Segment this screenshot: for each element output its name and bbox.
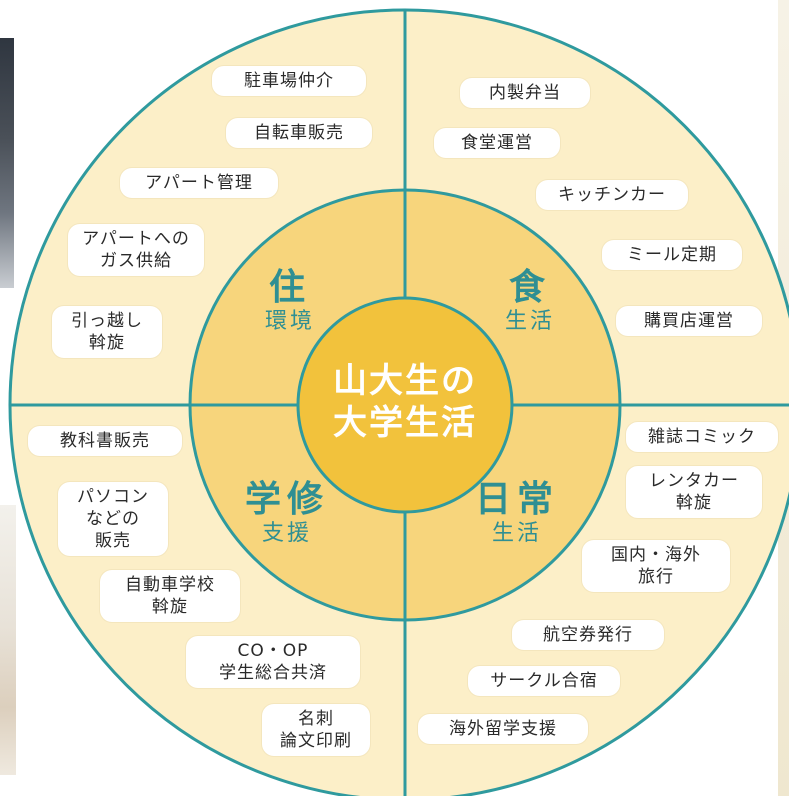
service-pill: 購買店運営 (616, 306, 762, 336)
service-pill: 海外留学支援 (418, 714, 588, 744)
service-pill: 内製弁当 (460, 78, 590, 108)
center-circle (296, 296, 514, 514)
service-pill: 名刺 論文印刷 (262, 704, 370, 756)
photo-fragment-bottom (0, 505, 16, 775)
service-pill: レンタカー 斡旋 (626, 466, 762, 518)
sector-label-daily: 日常 生活 (462, 480, 572, 548)
service-pill: 航空券発行 (512, 620, 664, 650)
sector-food-main: 食 (508, 267, 551, 308)
sector-food-sub: 生活 (504, 309, 555, 334)
service-pill: キッチンカー (536, 180, 688, 210)
service-pill: 食堂運営 (434, 128, 560, 158)
sector-label-study: 学修 支援 (232, 480, 342, 548)
service-pill: アパート管理 (120, 168, 278, 198)
outer-ring-outline (8, 8, 789, 796)
sector-label-food: 食 生活 (490, 268, 570, 336)
sector-daily-sub: 生活 (491, 521, 542, 546)
service-pill: 教科書販売 (28, 426, 182, 456)
photo-fragment-top (0, 38, 14, 288)
service-pill: 雑誌コミック (626, 422, 778, 452)
service-pill: CO・OP 学生総合共済 (186, 636, 360, 688)
middle-ring-outline (188, 188, 622, 622)
service-pill: 自動車学校 斡旋 (100, 570, 240, 622)
service-pill: パソコン などの 販売 (58, 482, 168, 556)
sector-study-sub: 支援 (261, 521, 312, 546)
service-pill: 駐車場仲介 (212, 66, 366, 96)
sector-housing-main: 住 (268, 267, 311, 308)
service-pill: 引っ越し 斡旋 (52, 306, 162, 358)
service-pill: サークル合宿 (468, 666, 620, 696)
service-pill: 自転車販売 (226, 118, 372, 148)
service-pill: 国内・海外 旅行 (582, 540, 730, 592)
center-title-line2: 大学生活 (333, 403, 477, 443)
center-title: 山大生の 大学生活 (310, 360, 500, 444)
sector-daily-main: 日常 (474, 479, 559, 520)
sector-label-housing: 住 環境 (250, 268, 330, 336)
sector-study-main: 学修 (244, 479, 329, 520)
sector-housing-sub: 環境 (264, 309, 315, 334)
service-pill: アパートへの ガス供給 (68, 224, 204, 276)
service-pill: ミール定期 (602, 240, 742, 270)
center-title-line1: 山大生の (333, 361, 477, 401)
